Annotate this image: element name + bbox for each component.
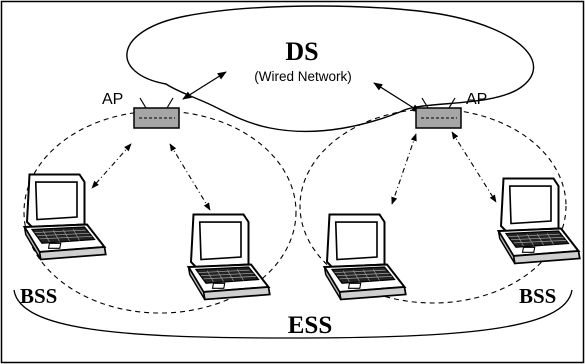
ds-cloud [126,5,535,133]
ds-sublabel: (Wired Network) [254,69,352,84]
laptop-icon [23,173,107,261]
wireless-link [169,143,211,211]
ap-ds-link-right [373,82,421,113]
wireless-link [391,133,417,205]
ess-label: ESS [288,312,332,339]
access-point-icon [415,97,462,129]
wireless-link [91,143,132,189]
ap-label-right: AP [466,91,487,108]
laptop-icon [323,213,407,301]
wireless-link [451,131,497,203]
ap-ds-link-left [182,71,227,100]
bss-label-left: BSS [20,284,57,308]
access-point-icon [133,97,180,129]
bss-label-right: BSS [519,284,556,308]
ds-label: DS [285,37,318,66]
ess-boundary [13,289,573,339]
laptop-icon [497,177,581,265]
ap-label-left: AP [102,91,123,108]
laptop-icon [187,213,271,301]
